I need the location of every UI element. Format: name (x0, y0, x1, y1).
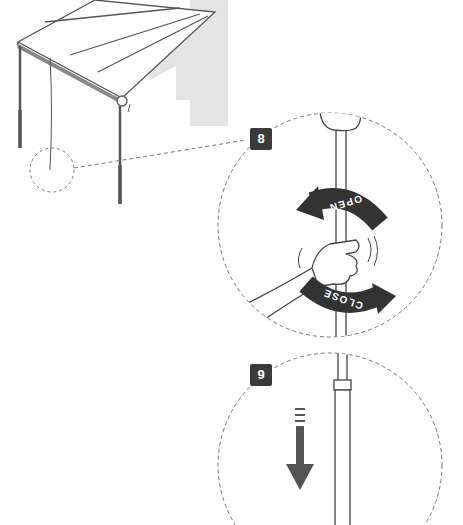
detail-circle (218, 113, 442, 337)
pole-detail (334, 340, 351, 525)
callout-number: 9 (250, 364, 272, 386)
callout-number: 8 (250, 128, 272, 150)
awning-frame (18, 0, 215, 204)
pole-detail (230, 100, 378, 350)
detail-circle (218, 353, 442, 525)
down-arrow (286, 408, 314, 490)
